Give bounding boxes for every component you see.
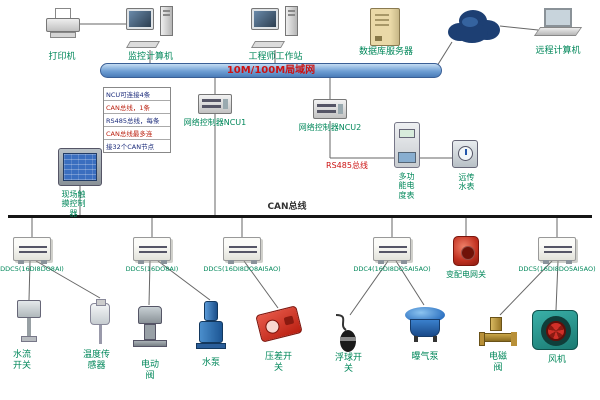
- printer-body: [46, 18, 80, 32]
- rs485-bus-label: RS485总线: [326, 161, 368, 170]
- ddc1-label: DDC5(16DI8DO8AI): [0, 265, 64, 273]
- water-pump-label: 水泵: [201, 358, 220, 368]
- ddc2-label: DDC5(16DO8AI): [125, 265, 179, 273]
- note-line: CAN总线最多连: [104, 127, 170, 140]
- monitor-computer-icon: [125, 6, 176, 50]
- engineer-workstation-label: 工程师工作站: [248, 52, 303, 62]
- aeration-pump-icon: [402, 305, 448, 349]
- ncu2-label: 网络控制器NCU2: [298, 123, 362, 132]
- water-flow-switch-label: 水流开关: [12, 350, 31, 371]
- valve-actuator: [138, 306, 162, 324]
- power-gateway-icon: [453, 236, 479, 266]
- solenoid-valve-label: 电磁阀: [488, 352, 507, 373]
- sensor-head: [90, 299, 110, 325]
- lan-bus-bar: 10M/100M局域网: [100, 63, 442, 78]
- monitor-screen: [126, 8, 154, 30]
- note-line: NCU可连接4条: [104, 88, 170, 101]
- ncu-note-box: NCU可连接4条 CAN总线，1条 RS485总线，每条 CAN总线最多连 接3…: [103, 87, 171, 153]
- touch-screen: [63, 153, 97, 181]
- ddc3-label: DDC5(16DI8DO8AI5AO): [203, 265, 281, 273]
- touch-controller-label: 现场触摸控制器: [61, 190, 86, 218]
- computer-tower: [285, 6, 298, 36]
- solenoid-valve-icon: [478, 315, 514, 353]
- electric-valve-label: 电动阀: [140, 360, 159, 381]
- can-bus-line: [8, 215, 592, 218]
- electric-valve-icon: [133, 306, 167, 356]
- printer-tray: [50, 32, 76, 38]
- ncu1-label: 网络控制器NCU1: [183, 118, 247, 127]
- database-server-icon: [370, 8, 400, 46]
- ncu2-icon: [313, 99, 347, 119]
- laptop-base: [533, 27, 583, 36]
- laptop-screen: [544, 8, 572, 27]
- printer-label: 打印机: [48, 52, 76, 62]
- sensor-probe: [99, 325, 102, 344]
- water-meter-label: 远传水表: [458, 173, 475, 192]
- ddc5-icon: [538, 237, 576, 264]
- power-meter-label: 多功能电度表: [398, 172, 415, 200]
- laptop-icon: [533, 8, 583, 42]
- can-bus-label: CAN总线: [267, 202, 307, 212]
- water-meter-icon: [452, 140, 478, 168]
- valve-body: [144, 324, 156, 340]
- float-switch-label: 浮球开关: [334, 353, 362, 374]
- switch-base: [21, 336, 37, 342]
- solenoid-body: [479, 332, 512, 346]
- engineer-workstation-icon: [250, 6, 301, 50]
- monitor-computer-label: 监控计算机: [127, 52, 173, 62]
- touch-controller-icon: [58, 148, 102, 186]
- pump-body: [199, 321, 223, 343]
- temperature-sensor-label: 温度传感器: [82, 350, 110, 371]
- float-switch-icon: [335, 314, 356, 352]
- power-meter-icon: [394, 122, 420, 168]
- solenoid-coil: [490, 317, 502, 331]
- keyboard: [250, 41, 286, 48]
- power-gateway-label: 变配电网关: [446, 270, 486, 279]
- note-line: RS485总线，每条: [104, 114, 170, 127]
- switch-head: [17, 300, 41, 318]
- meter-display: [399, 129, 415, 138]
- note-line: CAN总线，1条: [104, 101, 170, 114]
- water-pump-icon: [194, 301, 228, 355]
- ddc5-label: DDC5(16DI8DO5AI5AO): [518, 265, 596, 273]
- note-line: 接32个CAN节点: [106, 143, 155, 151]
- aerator-body: [410, 319, 440, 342]
- aeration-pump-label: 曝气泵: [411, 352, 439, 362]
- ddc4-icon: [373, 237, 411, 264]
- monitor-screen: [251, 8, 279, 30]
- pressure-diff-switch-label: 压差开关: [264, 352, 292, 373]
- fan-label: 风机: [547, 355, 566, 365]
- ddc2-icon: [133, 237, 171, 264]
- ddc3-icon: [223, 237, 261, 264]
- network-cloud-icon: [448, 10, 500, 43]
- computer-tower: [160, 6, 173, 36]
- printer-icon: [44, 8, 84, 42]
- fan-icon: [532, 310, 578, 350]
- ddc4-label: DDC4(16DI8DO5AI5AO): [353, 265, 431, 273]
- remote-computer-label: 远程计算机: [535, 46, 581, 56]
- meter-terminal: [398, 152, 416, 163]
- valve-pipe: [133, 340, 167, 347]
- pump-flange: [196, 343, 226, 349]
- ncu1-icon: [198, 94, 232, 114]
- database-server-label: 数据库服务器: [358, 47, 413, 57]
- pump-motor: [204, 301, 218, 321]
- water-flow-switch-icon: [14, 300, 44, 346]
- keyboard: [125, 41, 161, 48]
- fan-blades: [546, 321, 566, 341]
- ddc1-icon: [13, 237, 51, 264]
- water-meter-dial: [458, 146, 473, 161]
- temperature-sensor-icon: [84, 298, 118, 346]
- switch-stem: [27, 318, 31, 336]
